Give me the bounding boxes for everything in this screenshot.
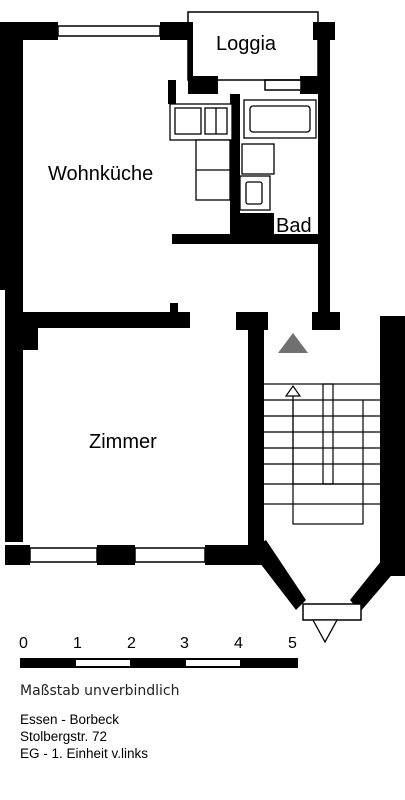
scale-bar — [20, 658, 298, 668]
entry-triangle — [311, 619, 339, 644]
loggia-outline — [187, 11, 319, 81]
scale-label-2: 2 — [127, 635, 136, 652]
window-zimmer-left — [29, 547, 98, 563]
scale-label-5: 5 — [288, 635, 297, 652]
scale-label-0: 0 — [19, 635, 28, 652]
window-bay — [302, 603, 362, 621]
window-loggia-bottom — [264, 79, 302, 91]
window-zimmer-right — [134, 547, 206, 563]
scale-caption: Maßstab unverbindlich — [20, 683, 180, 699]
label-bath: Bad — [276, 215, 312, 237]
staircase — [262, 383, 394, 525]
entrance-marker — [278, 333, 308, 353]
info-street: Stolbergstr. 72 — [20, 729, 108, 744]
scale-label-3: 3 — [180, 635, 189, 652]
label-room: Zimmer — [89, 431, 157, 453]
label-loggia: Loggia — [216, 33, 277, 55]
walls — [0, 22, 405, 612]
bath-cabinet — [241, 143, 275, 175]
window-kitchen-top — [57, 25, 161, 37]
label-kitchen: Wohnküche — [48, 163, 154, 185]
scale-label-1: 1 — [73, 635, 82, 652]
windows — [29, 25, 362, 621]
fixtures — [169, 99, 317, 211]
scale-label-4: 4 — [234, 635, 243, 652]
info-district: Essen - Borbeck — [20, 712, 120, 727]
info-unit: EG - 1. Einheit v.links — [20, 746, 149, 761]
